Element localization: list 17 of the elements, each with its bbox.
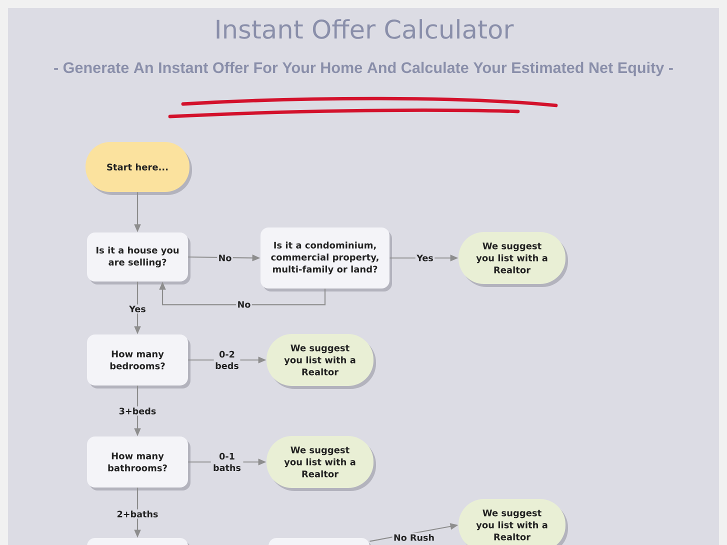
edge-label: No bbox=[217, 254, 233, 262]
question-box: How many bathrooms? bbox=[87, 436, 190, 490]
subtitle: - Generate An Instant Offer For Your Home And Calculate Your Estimated Net Equity - bbox=[54, 62, 673, 76]
suggestion-pill: We suggest you list with a Realtor bbox=[458, 499, 568, 545]
title: Instant Offer Calculator bbox=[216, 19, 514, 39]
suggestion-pill: We suggest you list with a Realtor bbox=[266, 334, 376, 389]
question-box: How many bedrooms? bbox=[87, 334, 190, 388]
question-box: Is it a condominium, commercial property, multi-family or land? bbox=[260, 228, 392, 292]
edge-label: 0-2 beds bbox=[214, 350, 240, 370]
edge-label: 0-1 baths bbox=[210, 452, 244, 472]
edge-label: No bbox=[236, 300, 252, 309]
start-pill: Start here... bbox=[86, 142, 192, 195]
question-box: Is it a house you are selling? bbox=[87, 232, 190, 284]
suggestion-pill: We suggest you list with a Realtor bbox=[458, 232, 568, 287]
edge-label: Yes bbox=[128, 304, 148, 314]
edge-label: Yes bbox=[415, 254, 435, 262]
suggestion-pill: We suggest you list with a Realtor bbox=[266, 436, 376, 491]
